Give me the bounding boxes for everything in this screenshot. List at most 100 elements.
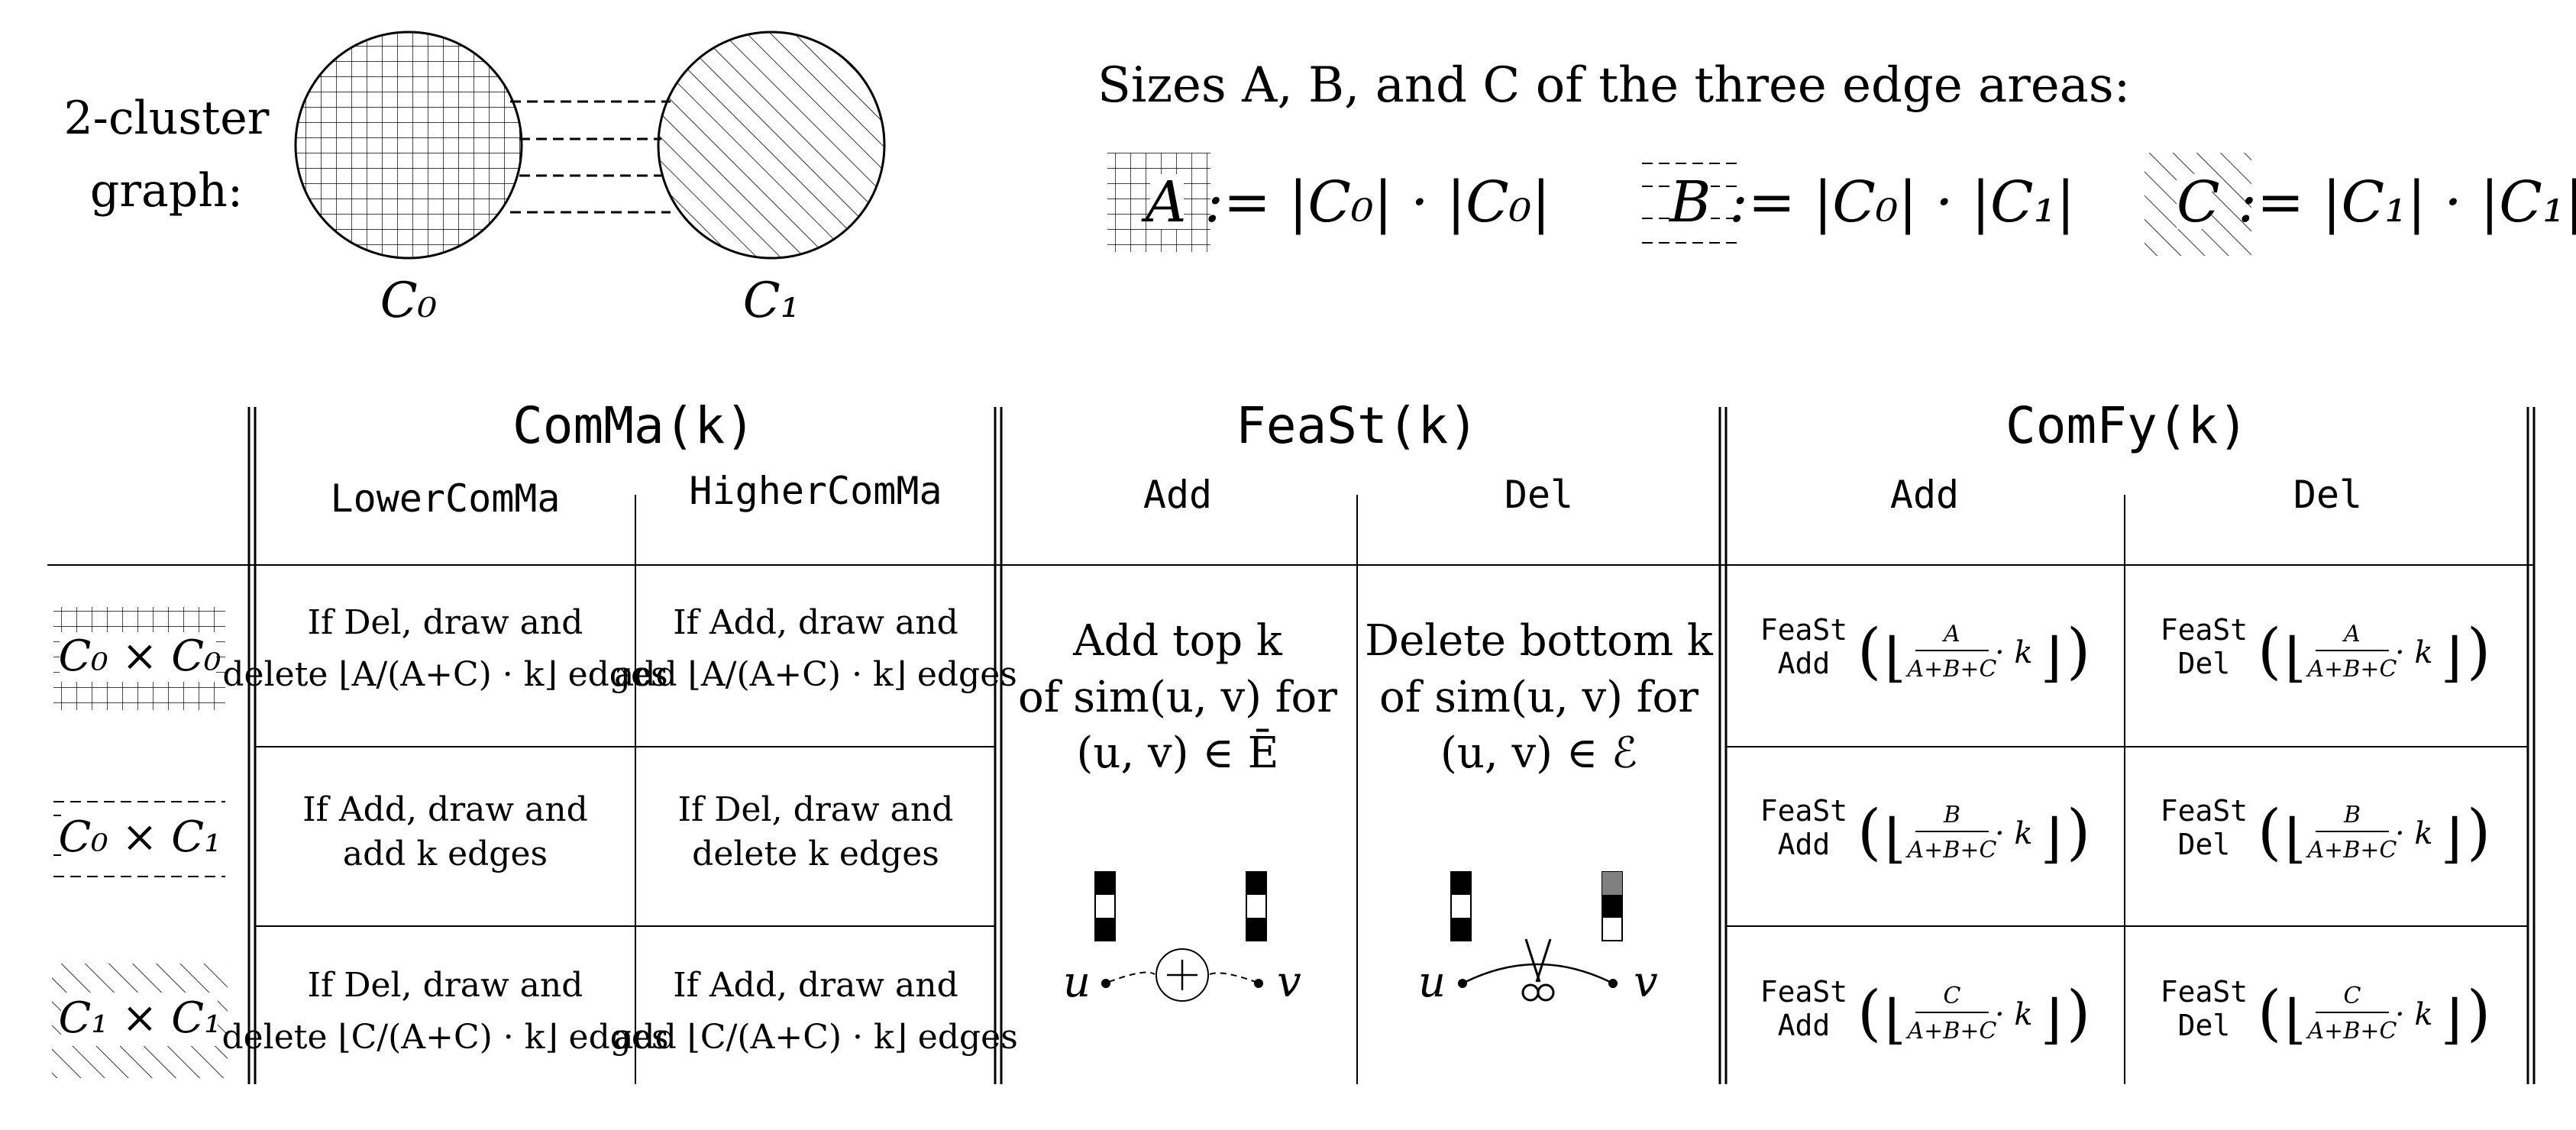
table-grid [47,407,2536,1084]
comfy-del-r3: FeaSt Del ( ⌊ C A+B+C · k ⌋ ) [2161,975,2490,1051]
paren-close: ) [2067,977,2090,1048]
comfy-op-label: Add [1778,1009,1831,1042]
graph-label-line1: 2-cluster [64,92,270,145]
floor-close: ⌋ [2441,988,2461,1051]
cluster1-label: C₁ [743,273,800,329]
feast-add-node-v: v [1277,957,1301,1007]
paren-close: ) [2467,615,2490,686]
comfy-op-label: Del [2178,828,2231,861]
paren-open: ( [1857,796,1881,867]
feature-vector-u [1094,871,1116,941]
size-a-definition: A := |C₀| · |C₀| [1141,170,1550,235]
lower-r1-line1: If Del, draw and [308,603,583,642]
inter-cluster-edges [510,100,671,214]
comfy-del-r1: FeaSt Del ( ⌊ A A+B+C · k ⌋ ) [2161,613,2490,689]
comfy-numerator: C [1944,983,1961,1009]
floor-open: ⌊ [1885,626,1905,689]
row-label-c0c1: C₀ × C₁ [58,812,221,862]
comfy-numerator: B [1943,802,1960,828]
node-v-dot [1254,979,1263,988]
higher-r3-line2: add ⌊C/(A+C) · k⌋ edges [613,1018,1018,1057]
subheader-feast-del: Del [1505,473,1573,517]
comfy-factor: · k [2395,997,2433,1032]
feature-vector-v [1246,871,1267,941]
feast-del-node-v: v [1634,957,1658,1007]
group-header-comfy: ComFy(k) [2006,396,2248,455]
floor-close: ⌋ [2041,626,2061,689]
group-header-feast: FeaSt(k) [1236,396,1479,455]
sizes-heading: Sizes A, B, and C of the three edge area… [1097,57,2130,114]
comfy-factor: · k [2395,816,2433,851]
size-b-definition: B := |C₀| · |C₁| [1668,170,2075,235]
feast-del-line1: Delete bottom k [1365,616,1714,666]
comfy-fn-label: FeaSt [2161,975,2248,1009]
row-swatch-c0c1 [53,801,225,877]
comfy-factor: · k [1995,635,2033,670]
feast-add-line3: (u, v) ∈ Ē [1077,728,1279,778]
floor-close: ⌋ [2441,807,2461,870]
comfy-denominator: A+B+C [1905,837,1997,864]
paren-open: ( [1857,615,1881,686]
comfy-fn-label: FeaSt [1760,613,1847,647]
floor-open: ⌊ [2285,626,2306,689]
subheader-higher-comma: HigherComMa [689,469,942,513]
subheader-lower-comma: LowerComMa [330,476,560,521]
comfy-fn-label: FeaSt [1760,794,1847,828]
floor-close: ⌋ [2441,626,2461,689]
size-c-definition: C := |C₁| · |C₁| [2177,170,2576,235]
subheader-comfy-del: Del [2293,473,2362,517]
floor-open: ⌊ [2285,807,2306,870]
floor-close: ⌋ [2041,988,2061,1051]
node-u-dot [1101,979,1110,988]
comfy-op-label: Del [2178,647,2231,680]
comfy-denominator: A+B+C [2306,656,2397,683]
higher-r2-line2: delete k edges [692,835,939,873]
paren-open: ( [2258,615,2281,686]
feature-vector-v [1602,871,1623,941]
feature-vector-u [1450,871,1472,941]
feast-del-illustration [1450,871,1623,1002]
comfy-add-r1: FeaSt Add ( ⌊ A A+B+C · k ⌋ ) [1760,613,2090,689]
comfy-denominator: A+B+C [1905,656,1997,683]
lower-r2-line2: add k edges [343,835,548,873]
comfy-fn-label: FeaSt [2161,613,2248,647]
comfy-fn-label: FeaSt [2161,794,2248,828]
lower-r1-line2: delete ⌊A/(A+C) · k⌋ edges [222,655,667,694]
feast-del-line2: of sim(u, v) for [1379,673,1698,722]
paren-close: ) [2467,977,2490,1048]
comfy-denominator: A+B+C [1905,1018,1997,1044]
cluster-c1 [657,31,886,260]
comfy-denominator: A+B+C [2306,1018,2397,1044]
comfy-numerator: A [1941,621,1960,647]
subheader-feast-add: Add [1143,473,1212,517]
comfy-del-r2: FeaSt Del ( ⌊ B A+B+C · k ⌋ ) [2161,794,2490,870]
comfy-add-r3: FeaSt Add ( ⌊ C A+B+C · k ⌋ ) [1760,975,2090,1051]
paren-open: ( [2258,977,2281,1048]
cluster0-label: C₀ [380,273,438,329]
paren-close: ) [2467,796,2490,867]
comfy-factor: · k [1995,816,2033,851]
paren-open: ( [2258,796,2281,867]
comfy-op-label: Del [2178,1009,2231,1042]
feast-add-node-u: u [1063,957,1091,1007]
comfy-denominator: A+B+C [2306,837,2397,864]
node-u-dot [1458,979,1467,988]
lower-r2-line1: If Add, draw and [302,790,588,829]
floor-open: ⌊ [1885,988,1905,1051]
floor-open: ⌊ [1885,807,1905,870]
comfy-factor: · k [1995,997,2033,1032]
comfy-numerator: A [2342,621,2361,647]
comfy-factor: · k [2395,635,2433,670]
higher-r2-line1: If Del, draw and [678,790,954,829]
floor-open: ⌊ [2285,988,2306,1051]
paren-close: ) [2067,615,2090,686]
comfy-op-label: Add [1778,647,1831,680]
feast-add-line2: of sim(u, v) for [1018,673,1337,722]
higher-r3-line1: If Add, draw and [673,966,958,1005]
feast-add-illustration [1094,871,1267,1002]
higher-r1-line2: add ⌊A/(A+C) · k⌋ edges [614,655,1017,694]
comfy-fn-label: FeaSt [1760,975,1847,1009]
row-label-c0c0: C₀ × C₀ [58,631,221,681]
comfy-numerator: C [2344,983,2361,1009]
group-header-comma: ComMa(k) [512,396,755,455]
